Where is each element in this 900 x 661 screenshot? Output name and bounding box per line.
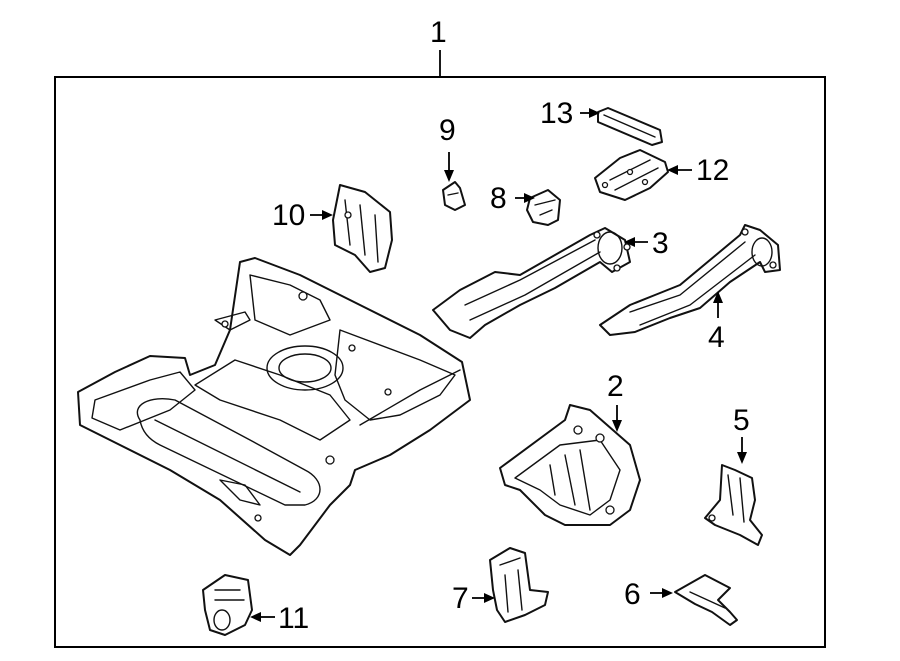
part-4-rail[interactable] — [599, 224, 781, 336]
part-11-bracket[interactable] — [202, 574, 253, 636]
callout-6: 6 — [624, 578, 641, 611]
part-9-bracket[interactable] — [442, 181, 466, 211]
callout-1: 1 — [430, 16, 447, 49]
callout-13: 13 — [540, 97, 573, 130]
callout-11: 11 — [278, 602, 309, 635]
part-10-panel[interactable] — [332, 184, 393, 273]
callout-8: 8 — [490, 182, 507, 215]
callout-7: 7 — [452, 582, 469, 615]
callout-10: 10 — [272, 199, 305, 232]
part-5-extension[interactable] — [704, 464, 763, 546]
part-3-rail[interactable] — [432, 227, 631, 339]
part-2-bracket[interactable] — [499, 404, 641, 526]
callout-5: 5 — [733, 404, 750, 437]
part-12-plate[interactable] — [594, 149, 669, 201]
callout-2: 2 — [607, 370, 624, 403]
callout-3: 3 — [652, 227, 669, 260]
part-7-bracket[interactable] — [489, 547, 549, 623]
callout-9: 9 — [439, 114, 456, 147]
leader-lines — [250, 108, 747, 622]
part-rear-floor-pan[interactable] — [77, 257, 471, 556]
part-8-bracket[interactable] — [526, 189, 561, 226]
callout-4: 4 — [708, 321, 725, 354]
callout-12: 12 — [696, 154, 729, 187]
part-13-bar[interactable] — [597, 107, 663, 146]
part-6-bracket[interactable] — [674, 574, 738, 626]
